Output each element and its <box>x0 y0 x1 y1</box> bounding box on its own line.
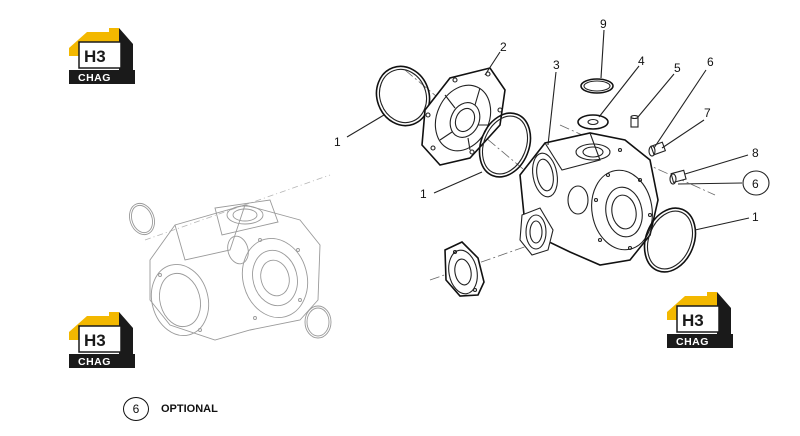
callout-9: 9 <box>600 17 607 31</box>
reference-housing-ghost <box>129 174 332 341</box>
brand-logo-right: H3 CHAG <box>666 291 734 349</box>
callout-1-middle: 1 <box>420 187 427 201</box>
part-1-o-ring-middle <box>478 112 532 178</box>
leader-lines <box>346 29 750 231</box>
part-7-fitting <box>648 141 667 157</box>
part-9-snap-ring <box>580 78 614 94</box>
legend-optional-badge: 6 <box>123 397 149 421</box>
callout-6-circle <box>742 170 770 196</box>
brand-logo-top-left: H3 CHAG <box>68 27 136 85</box>
part-4-washer <box>577 114 609 130</box>
callout-1-right: 1 <box>752 210 759 224</box>
callout-3: 3 <box>553 58 560 72</box>
logo-wordmark: CHAG <box>676 336 709 348</box>
part-8-breather <box>669 169 687 185</box>
callout-labels: 1 2 3 9 4 5 6 7 8 1 1 6 <box>334 17 770 224</box>
callout-6-circled: 6 <box>752 177 759 191</box>
part-1-o-ring-right <box>643 207 697 273</box>
callout-6: 6 <box>707 55 714 69</box>
callout-5: 5 <box>674 61 681 75</box>
part-2-cover-plate <box>421 67 506 166</box>
logo-monogram: H3 <box>682 311 704 330</box>
callout-8: 8 <box>752 146 759 160</box>
part-3-axle-housing <box>519 132 659 266</box>
callout-2: 2 <box>500 40 507 54</box>
legend-optional-note: OPTIONAL <box>161 403 218 415</box>
callout-4: 4 <box>638 54 645 68</box>
callout-7: 7 <box>704 106 711 120</box>
logo-monogram: H3 <box>84 331 106 350</box>
logo-monogram: H3 <box>84 47 106 66</box>
part-5-plug <box>630 114 639 128</box>
callout-1-left: 1 <box>334 135 341 149</box>
part-1-o-ring-left <box>375 65 431 127</box>
logo-wordmark: CHAG <box>78 356 111 368</box>
flange-cover-lower <box>444 241 485 297</box>
brand-logo-bottom-left: H3 CHAG <box>68 311 136 369</box>
logo-wordmark: CHAG <box>78 72 111 84</box>
